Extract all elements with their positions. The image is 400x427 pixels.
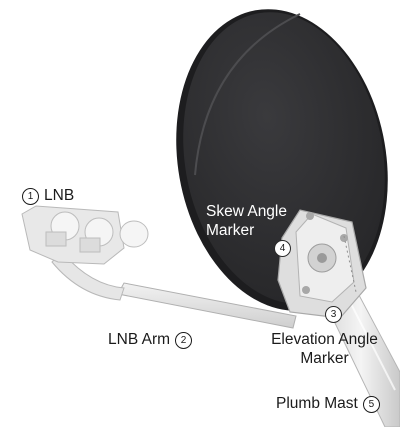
callout-number-2: 2	[175, 332, 193, 349]
callout-text-plumb-mast: Plumb Mast	[276, 395, 358, 412]
callout-number-3: 3	[325, 306, 342, 323]
callout-text-elevation-line2: Marker	[300, 350, 349, 367]
lnb-arm	[51, 251, 297, 329]
callout-number-1: 1	[22, 188, 39, 205]
callout-skew-angle-marker: Skew Angle Marker	[206, 202, 287, 240]
lnb-unit	[21, 205, 149, 265]
callout-skew-number: 4	[274, 238, 291, 257]
callout-number-5: 5	[362, 396, 380, 413]
callout-elevation-number: 3	[325, 304, 342, 323]
callout-number-4: 4	[274, 240, 291, 257]
mount-bracket	[277, 209, 367, 319]
callout-text-elevation-line1: Elevation Angle	[271, 331, 378, 348]
callout-text-skew-line1: Skew Angle	[206, 203, 287, 220]
callout-text-lnb: LNB	[44, 187, 75, 204]
callout-text-lnb-arm: LNB Arm	[108, 331, 171, 348]
callout-lnb: 1 LNB	[22, 186, 74, 205]
callout-elevation-angle-marker: Elevation Angle Marker	[262, 330, 387, 368]
callout-text-skew-line2: Marker	[206, 222, 255, 239]
